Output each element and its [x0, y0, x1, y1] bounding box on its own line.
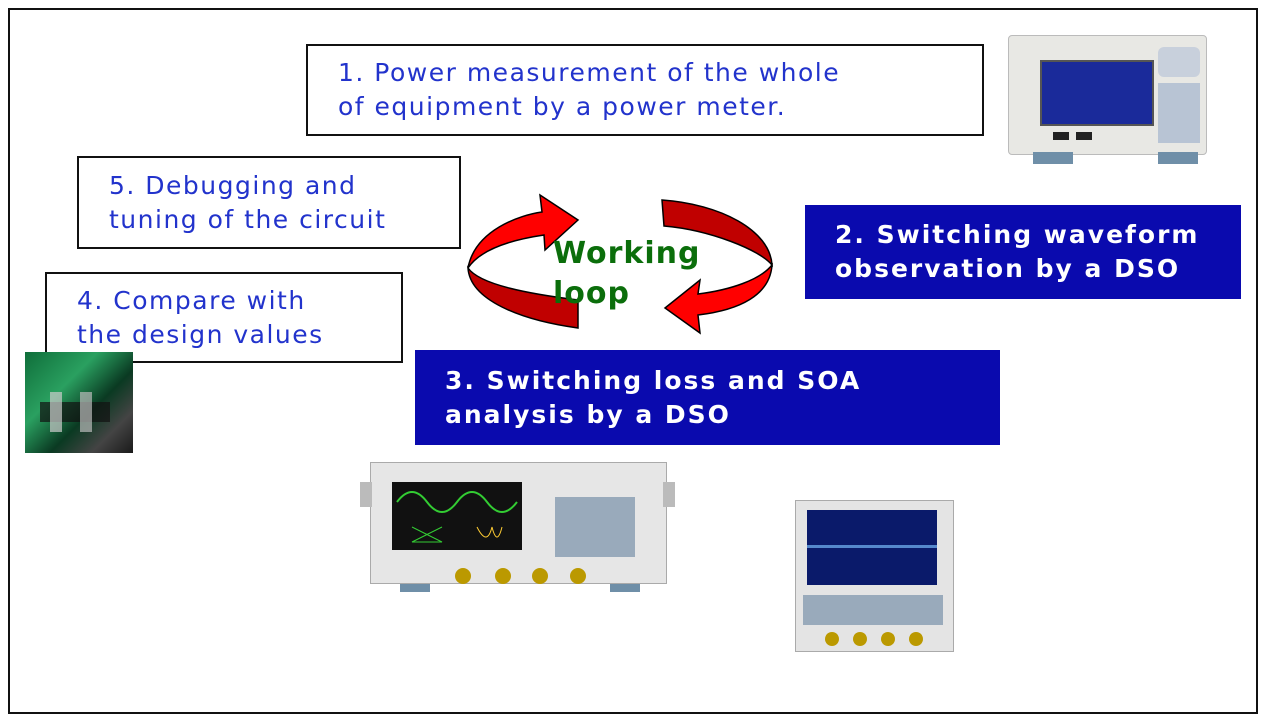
dso-oscilloscope-small-image	[795, 500, 954, 655]
step-5-box: 5. Debugging and tuning of the circuit	[77, 156, 461, 249]
step-3-line-1: 3. Switching loss and SOA	[445, 365, 862, 395]
power-meter-image	[1008, 35, 1207, 165]
top-left-arrow-icon	[467, 193, 580, 269]
working-loop-arrows	[467, 193, 773, 335]
step-2-line-2: observation by a DSO	[835, 254, 1181, 283]
step-3-box: 3. Switching loss and SOA analysis by a …	[415, 350, 1000, 445]
step-1-line-2: of equipment by a power meter.	[338, 92, 787, 121]
loop-label-line-1: Working	[553, 236, 701, 271]
bottom-left-band	[467, 265, 579, 329]
step-1-line-1: 1. Power measurement of the whole	[338, 58, 841, 87]
step-2-box: 2. Switching waveform observation by a D…	[805, 205, 1241, 299]
step-5-line-1: 5. Debugging and	[109, 170, 357, 200]
bottom-right-arrow-icon	[663, 262, 773, 335]
step-4-box: 4. Compare with the design values	[45, 272, 403, 363]
step-4-line-2: the design values	[77, 319, 324, 349]
circuit-board-photo	[25, 352, 133, 453]
step-5-line-2: tuning of the circuit	[109, 204, 387, 234]
slide-frame	[8, 8, 1258, 714]
dso-oscilloscope-large-image	[360, 462, 675, 592]
loop-label-line-2: loop	[553, 276, 630, 311]
step-4-line-1: 4. Compare with	[77, 285, 306, 315]
step-3-line-2: analysis by a DSO	[445, 399, 731, 429]
step-2-line-1: 2. Switching waveform	[835, 220, 1200, 249]
working-loop-label: Working loop	[553, 234, 701, 314]
step-1-box: 1. Power measurement of the whole of equ…	[306, 44, 984, 136]
